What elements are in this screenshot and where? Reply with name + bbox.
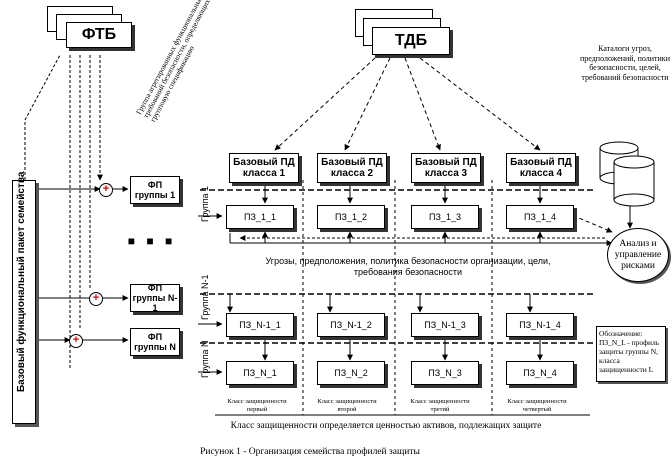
figure-caption: Рисунок 1 - Организация семейства профил… [200,447,420,457]
class-label-4: Класс защищенности четвертый [507,398,567,413]
pz-n-1-4: ПЗ_N-1_4 [506,313,574,337]
merge-node-3: + [69,334,83,348]
row-arrows [33,186,223,375]
pz-n-1-3: ПЗ_N-1_3 [411,313,479,337]
merge-node-1: + [99,183,113,197]
class-label-2: Класс защищенности второй [317,398,377,413]
class-label-3: Класс защищенности третий [410,398,470,413]
pz-1-1: ПЗ_1_1 [226,205,294,229]
family-package-label: Базовый функциональный пакет семейства [16,171,27,392]
pz-n-3: ПЗ_N_3 [411,361,479,385]
pz-n-4: ПЗ_N_4 [506,361,574,385]
legend-box: Обозначение: ПЗ_N_L - профиль защиты гру… [596,326,666,382]
threats-text: Угрозы, предположения, политика безопасн… [265,256,551,277]
pz-1-2: ПЗ_1_2 [317,205,385,229]
fp-group-n-1: ФП группы N-1 [130,283,180,313]
group-n-1-label: Группа N-1 [200,274,210,320]
group-dividers [200,189,595,344]
base-to-pz-arrows [262,184,543,204]
ellipsis-dots: ■ ■ ■ [127,234,177,248]
ftb-box: ФТБ [66,22,132,48]
class-label-1: Класс защищенности первый [227,398,287,413]
pz-n-1-2: ПЗ_N-1_2 [317,313,385,337]
database-icon [599,141,655,207]
bottom-caption: Класс защищенности определяется ценность… [230,421,542,431]
family-package-box [12,180,36,424]
pz-n-1-1: ПЗ_N-1_1 [226,313,294,337]
pz-n-1: ПЗ_N_1 [226,361,294,385]
base-pd-class-3: Базовый ПД класса 3 [411,153,481,183]
pz-1-4: ПЗ_1_4 [506,205,574,229]
base-pd-class-4: Базовый ПД класса 4 [506,153,576,183]
pz-n-2: ПЗ_N_2 [317,361,385,385]
ftb-connectors [24,54,103,370]
catalog-note: Каталоги угроз, предположений, политики … [580,44,670,82]
feedback-arrows [227,205,633,361]
risk-management-node: Анализ и управление рисками [607,228,669,282]
pz-1-3: ПЗ_1_3 [411,205,479,229]
tdb-arrows [274,57,541,151]
base-pd-class-1: Базовый ПД класса 1 [229,153,299,183]
merge-node-2: + [89,292,103,306]
group-n-label: Группа N [200,340,210,378]
tdb-box: ТДБ [372,27,450,55]
fp-group-n: ФП группы N [130,328,180,356]
group-1-label: Группа 1 [200,185,210,222]
fp-group-1: ФП группы 1 [130,176,180,204]
base-pd-class-2: Базовый ПД класса 2 [317,153,387,183]
